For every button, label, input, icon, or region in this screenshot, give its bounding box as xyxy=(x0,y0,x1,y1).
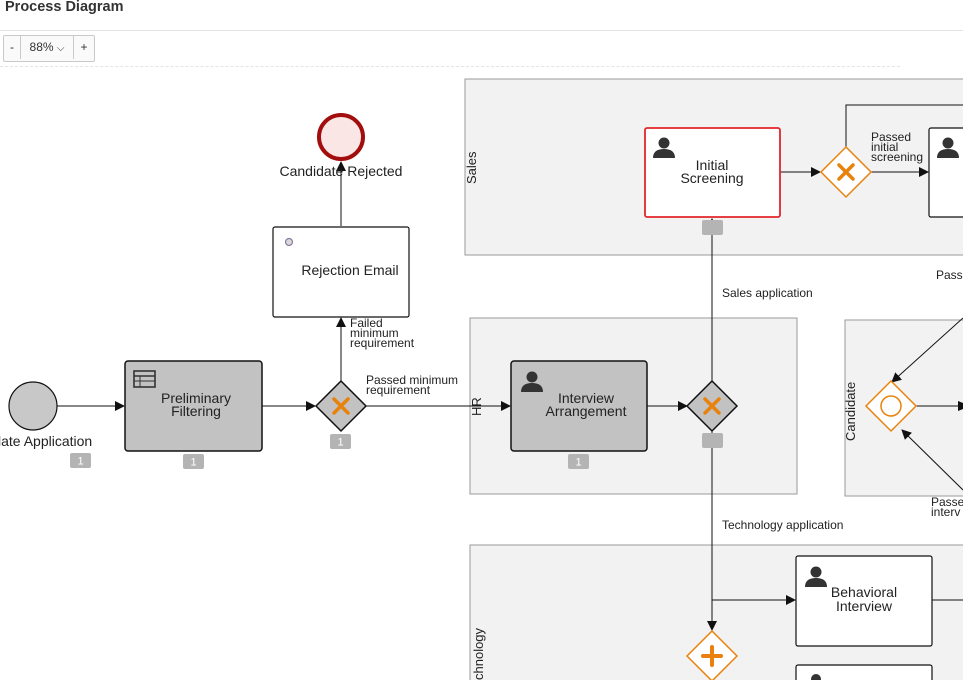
badge-interview: 1 xyxy=(568,454,589,469)
start-event[interactable] xyxy=(8,381,58,431)
email-service-icon xyxy=(284,237,294,247)
task-rejection-email-label: Rejection Email xyxy=(301,262,398,278)
task-rejection-email[interactable]: Rejection Email xyxy=(272,226,410,318)
exclusive-x-icon xyxy=(703,397,721,415)
start-event-label: late Application xyxy=(0,433,92,449)
badge-interview-count: 1 xyxy=(575,457,581,469)
parallel-plus-icon xyxy=(701,645,723,667)
task-initial-screening[interactable]: Initial Screening xyxy=(644,127,781,218)
zoom-level-select[interactable]: 88% ⌵ xyxy=(21,36,74,59)
badge-gateway2 xyxy=(702,433,723,448)
exclusive-x-icon xyxy=(837,163,855,181)
flow-label-sales: Sales application xyxy=(722,286,813,300)
task-interview-arrangement-line2: Arrangement xyxy=(546,403,627,419)
badge-start: 1 xyxy=(70,453,91,468)
business-rule-icon xyxy=(133,370,156,388)
lane-technology-label: chnology xyxy=(471,627,486,680)
chevron-down-icon: ⌵ xyxy=(56,43,65,54)
exclusive-gateway-2[interactable] xyxy=(685,379,739,433)
flow-label-technology: Technology application xyxy=(722,518,843,532)
task-initial-screening-line2: Screening xyxy=(680,170,743,186)
flow-label-passed-1: Passed minimum xyxy=(366,373,458,387)
task-technology-next[interactable] xyxy=(795,664,933,680)
flow-label-passed-initial-2: initial xyxy=(871,140,898,154)
user-icon xyxy=(937,137,959,158)
title-bar: Process Diagram xyxy=(0,0,963,31)
task-preliminary-filtering[interactable]: Preliminary Filtering xyxy=(124,360,263,452)
zoom-in-button[interactable]: + xyxy=(80,40,88,54)
badge-screening xyxy=(702,220,723,235)
flow-label-passed-interview-1: Passe xyxy=(931,495,963,509)
task-sales-next[interactable] xyxy=(928,127,963,218)
exclusive-x-icon xyxy=(332,397,350,415)
exclusive-gateway-3[interactable] xyxy=(819,145,873,199)
task-behavioral-interview-line1: Behavioral xyxy=(831,584,897,600)
flow-label-passe-right: Passe xyxy=(936,268,963,282)
flow-label-failed-3: requirement xyxy=(350,336,415,350)
flow-label-passed-initial-1: Passed xyxy=(871,130,911,144)
end-event-candidate-rejected[interactable] xyxy=(317,113,365,161)
page-title: Process Diagram xyxy=(5,0,124,15)
badge-start-count: 1 xyxy=(77,456,83,468)
task-preliminary-filtering-line1: Preliminary xyxy=(161,390,231,406)
parallel-gateway-technology[interactable] xyxy=(685,629,739,680)
task-behavioral-interview-line2: Interview xyxy=(836,598,893,614)
event-gateway-candidate[interactable] xyxy=(864,379,918,433)
user-icon xyxy=(521,371,543,392)
lane-hr-label: HR xyxy=(469,397,484,416)
flow-label-failed-2: minimum xyxy=(350,326,399,340)
flow-label-passed-interview-2: interv xyxy=(931,505,960,519)
badge-filtering-count: 1 xyxy=(190,457,196,469)
zoom-level-value: 88% xyxy=(29,40,54,54)
flow-into-candidate-gateway[interactable] xyxy=(891,317,963,383)
task-interview-arrangement[interactable]: Interview Arrangement xyxy=(510,360,648,452)
task-initial-screening-line1: Initial xyxy=(696,157,729,173)
flow-labels: Failed minimum requirement Passed minimu… xyxy=(350,130,963,532)
lane-sales-label: Sales xyxy=(464,151,479,184)
end-event-label: Candidate Rejected xyxy=(280,163,403,179)
flow-label-failed-1: Failed xyxy=(350,316,383,330)
zoom-controls: - 88% ⌵ + xyxy=(3,35,95,62)
lane-candidate-label: Candidate xyxy=(843,382,858,441)
user-icon xyxy=(811,674,821,680)
badge-filtering: 1 xyxy=(183,454,204,469)
arrowhead-offscreen xyxy=(958,401,963,411)
flow-label-passed-initial-3: screening xyxy=(871,150,923,164)
user-icon xyxy=(653,137,675,158)
zoom-out-button[interactable]: - xyxy=(4,36,21,59)
flow-gateway-up[interactable] xyxy=(845,104,963,147)
user-icon xyxy=(805,566,827,587)
badge-gateway1: 1 xyxy=(330,434,351,449)
event-circle-icon xyxy=(880,395,902,417)
badge-gateway1-count: 1 xyxy=(337,437,343,449)
task-preliminary-filtering-line2: Filtering xyxy=(171,403,221,419)
task-interview-arrangement-line1: Interview xyxy=(558,390,615,406)
exclusive-gateway-1[interactable] xyxy=(314,379,368,433)
sequence-flows xyxy=(57,104,963,631)
flow-label-passed-2: requirement xyxy=(366,383,431,397)
task-behavioral-interview[interactable]: Behavioral Interview xyxy=(795,555,933,647)
toolbar-divider xyxy=(0,66,900,67)
flow-passed-interview[interactable] xyxy=(901,429,963,491)
